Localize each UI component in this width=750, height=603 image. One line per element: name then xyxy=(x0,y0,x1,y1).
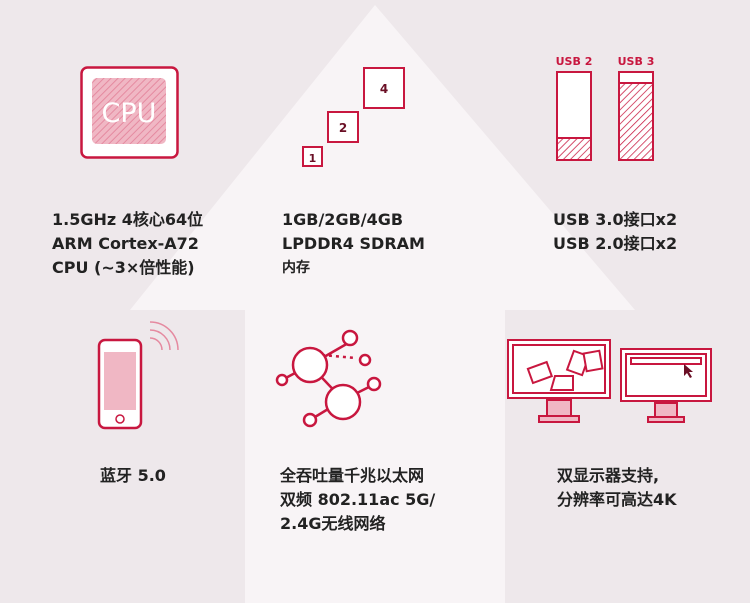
feature-text: USB 2.0接口x2 xyxy=(553,234,678,253)
feature-text: USB 3.0接口x2 xyxy=(553,210,678,229)
feature-text: 全吞吐量千兆以太网 xyxy=(280,466,425,485)
svg-text:USB 2: USB 2 xyxy=(556,55,593,68)
feature-text: 分辨率可高达4K xyxy=(557,490,677,509)
svg-text:4: 4 xyxy=(380,82,388,96)
bluetooth-phone-icon xyxy=(97,321,179,430)
usb-icon: USB 2 USB 3 xyxy=(556,55,655,161)
feature-text: 蓝牙 5.0 xyxy=(100,466,166,485)
feature-text: LPDDR4 SDRAM xyxy=(282,234,425,253)
svg-text:USB 3: USB 3 xyxy=(618,55,655,68)
feature-text: 2.4G无线网络 xyxy=(280,514,386,533)
svg-text:1: 1 xyxy=(309,152,317,165)
network-icon xyxy=(275,329,382,428)
cpu-icon: CPU xyxy=(80,66,179,159)
feature-text: 1.5GHz 4核心64位 xyxy=(52,210,204,229)
dual-display-icon xyxy=(507,339,712,423)
feature-text: 内存 xyxy=(282,260,310,276)
svg-text:CPU: CPU xyxy=(102,98,157,129)
feature-text: ARM Cortex-A72 xyxy=(52,234,199,253)
feature-text: 双频 802.11ac 5G/ xyxy=(280,490,436,509)
feature-text: 1GB/2GB/4GB xyxy=(282,210,404,229)
feature-text: 双显示器支持, xyxy=(557,466,660,485)
svg-text:2: 2 xyxy=(339,121,347,135)
memory-icon: 1 2 4 xyxy=(302,67,405,167)
feature-text: CPU (~3×倍性能) xyxy=(52,258,195,277)
